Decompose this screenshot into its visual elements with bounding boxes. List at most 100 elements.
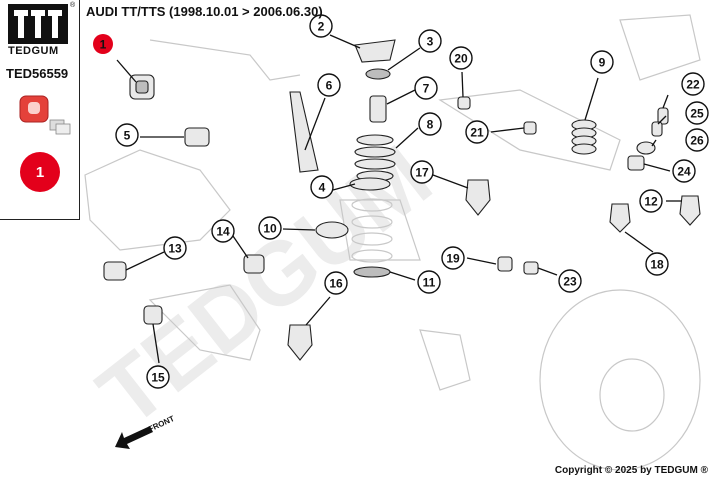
callout-25: 25	[685, 101, 709, 125]
part-strut-mount	[354, 39, 396, 63]
callout-circle	[681, 72, 705, 96]
part-number: TED56559	[6, 66, 69, 81]
part-bearing	[365, 68, 391, 80]
callout-circle	[324, 271, 348, 295]
part-bushing-23	[523, 261, 539, 275]
callout-number: 13	[168, 242, 182, 256]
callout-number: 26	[690, 134, 704, 148]
callout-number: 1	[100, 38, 107, 52]
part-ball-joint-18	[609, 203, 631, 233]
callout-circle	[417, 270, 441, 294]
callout-5: 5	[115, 123, 139, 147]
callout-number: 5	[124, 129, 131, 143]
callout-number: 18	[650, 258, 664, 272]
copyright: Copyright © 2025 by TEDGUM ®	[554, 465, 708, 476]
callout-circle	[465, 120, 489, 144]
callout-circle	[258, 216, 282, 240]
registered-mark: ®	[70, 2, 76, 9]
callout-14: 14	[211, 219, 235, 243]
callout-number: 23	[563, 275, 577, 289]
callout-circle	[309, 14, 333, 38]
callout-circle	[672, 159, 696, 183]
callout-3: 3	[418, 29, 442, 53]
callout-19: 19	[441, 246, 465, 270]
callout-circle	[310, 175, 334, 199]
highlight-badge: 1	[20, 152, 60, 192]
ghost-outlines	[84, 14, 701, 471]
callout-number: 24	[677, 165, 691, 179]
watermark: TEDGUM	[81, 127, 450, 446]
product-sidebar: ® TEDGUM TED56559 1	[0, 0, 80, 220]
callout-11: 11	[417, 270, 441, 294]
callout-circle	[211, 219, 235, 243]
callout-number: 6	[326, 79, 333, 93]
part-bushing-24	[627, 155, 645, 171]
part-bushing-21	[523, 121, 537, 135]
part-dust-boot	[354, 134, 396, 182]
part-anti-roll-bushing	[129, 74, 155, 100]
part-bushing-20	[457, 96, 471, 110]
callout-circle	[163, 236, 187, 260]
part-bushing-25	[651, 121, 663, 137]
callout-24: 24	[672, 159, 696, 183]
callout-20: 20	[449, 46, 473, 70]
leader-lines	[116, 34, 682, 364]
vehicle-title: AUDI TT/TTS (1998.10.01 > 2006.06.30)	[86, 4, 323, 19]
callout-17: 17	[410, 160, 434, 184]
callout-circle	[146, 365, 170, 389]
callout-6: 6	[317, 73, 341, 97]
callout-circle	[418, 29, 442, 53]
callout-23: 23	[558, 269, 582, 293]
callout-circle	[639, 189, 663, 213]
callout-number: 22	[686, 78, 700, 92]
part-bushing-5	[184, 127, 210, 147]
callout-12: 12	[639, 189, 663, 213]
part-bushing-19	[497, 256, 513, 272]
callout-7: 7	[414, 76, 438, 100]
part-washer-26	[636, 141, 656, 155]
brand-name: TEDGUM	[8, 45, 59, 57]
callout-number: 15	[151, 371, 165, 385]
callout-number: 8	[427, 118, 434, 132]
callout-number: 10	[263, 222, 277, 236]
part-wheel-bearing	[315, 221, 349, 239]
callout-number: 16	[329, 277, 343, 291]
part-spring-pad-11	[353, 266, 391, 278]
callout-16: 16	[324, 271, 348, 295]
part-bushing-13	[103, 261, 127, 281]
callout-number: 9	[599, 56, 606, 70]
callout-9: 9	[590, 50, 614, 74]
bushing-product-icon	[19, 95, 71, 135]
callout-18: 18	[645, 252, 669, 276]
part-ball-joint-16	[287, 324, 313, 361]
callout-number: 19	[446, 252, 460, 266]
part-bushing-15	[143, 305, 163, 325]
callout-1: 1	[93, 34, 113, 54]
tedgum-logo-icon	[8, 4, 68, 44]
part-ball-joint-17	[465, 179, 491, 216]
callout-22: 22	[681, 72, 705, 96]
callout-number: 3	[427, 35, 434, 49]
callout-number: 4	[319, 181, 326, 195]
callout-number: 25	[690, 107, 704, 121]
part-bushing-14	[243, 254, 265, 274]
part-spring-pad-4	[349, 177, 391, 191]
callout-10: 10	[258, 216, 282, 240]
callout-15: 15	[146, 365, 170, 389]
callout-circle	[449, 46, 473, 70]
part-bump-stop	[369, 95, 387, 123]
callout-13: 13	[163, 236, 187, 260]
callout-circle	[441, 246, 465, 270]
part-shock-absorber-9	[571, 119, 597, 155]
callout-number: 2	[318, 20, 325, 34]
part-stabilizer-link	[289, 91, 319, 173]
callout-number: 17	[415, 166, 429, 180]
callout-circle	[418, 112, 442, 136]
callout-circle	[685, 101, 709, 125]
callout-circle	[317, 73, 341, 97]
callout-number: 12	[644, 195, 658, 209]
callout-circle	[410, 160, 434, 184]
callout-number: 7	[423, 82, 430, 96]
callout-2: 2	[309, 14, 333, 38]
